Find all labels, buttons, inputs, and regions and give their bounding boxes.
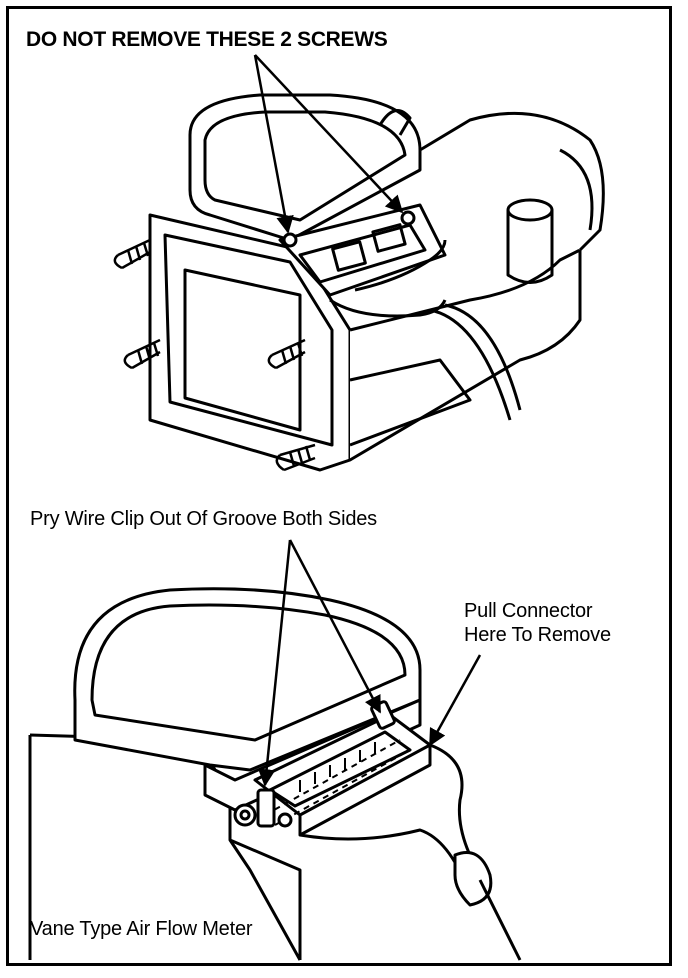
wire-harness: [429, 308, 512, 421]
screw-right: [400, 210, 416, 226]
meter-body-right: [349, 248, 582, 462]
screws-warning-label: DO NOT REMOVE THESE 2 SCREWS: [26, 28, 388, 51]
meter-cap: [188, 93, 422, 242]
intake-tube: [419, 111, 605, 252]
connector-closeup-view: [28, 587, 522, 961]
bolt-studs: [113, 238, 316, 472]
wire-clip-left: [256, 788, 276, 828]
caption-label: Vane Type Air Flow Meter: [30, 918, 253, 940]
pull-connector-label-line2: Here To Remove: [464, 624, 611, 646]
pull-arrow: [428, 654, 482, 747]
pull-connector-label-line1: Pull Connector: [464, 600, 593, 622]
groove-dashed: [264, 739, 401, 816]
pry-wire-clip-label: Pry Wire Clip Out Of Groove Both Sides: [30, 508, 377, 530]
air-flow-meter-top-view: [113, 93, 605, 472]
screw-arrows: [253, 54, 404, 234]
screw-left: [282, 232, 298, 248]
clip-arrows: [257, 539, 382, 787]
